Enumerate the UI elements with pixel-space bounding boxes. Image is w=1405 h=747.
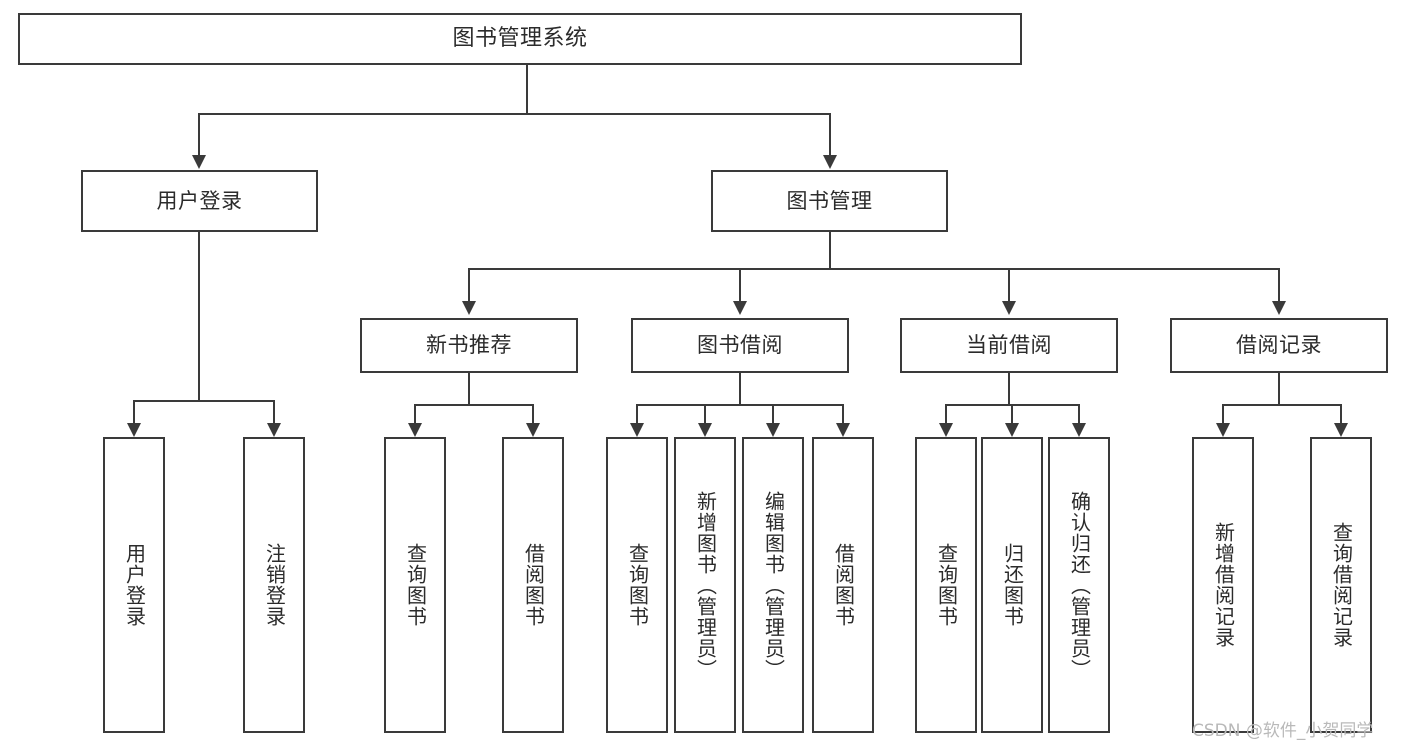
connector-user-login-bus <box>133 400 275 402</box>
node-label: 借阅记录 <box>1236 333 1322 358</box>
connector-book-manage-stem <box>829 232 831 268</box>
arrowhead-leaf-borrow-record-1 <box>1216 423 1230 437</box>
connector-user-login-stem <box>198 232 200 400</box>
arrowhead-leaf-current-borrow-2 <box>1005 423 1019 437</box>
node-label: 编辑图书（管理员） <box>761 490 786 680</box>
connector-level3-drop-2 <box>739 268 741 301</box>
leaf-current-borrow-return[interactable]: 归还图书 <box>981 437 1043 733</box>
connector-root-bus <box>198 113 830 115</box>
connector-new-book-drop-1 <box>414 404 416 423</box>
node-label: 查询图书 <box>934 543 959 627</box>
connector-new-book-stem <box>468 373 470 404</box>
arrowhead-leaf-user-login-1 <box>127 423 141 437</box>
leaf-borrow-record-query[interactable]: 查询借阅记录 <box>1310 437 1372 733</box>
node-label: 新增图书（管理员） <box>693 490 718 680</box>
connector-book-borrow-stem <box>739 373 741 404</box>
arrowhead-current-borrow <box>1002 301 1016 315</box>
node-label: 图书管理 <box>786 188 873 213</box>
leaf-new-book-query[interactable]: 查询图书 <box>384 437 446 733</box>
node-label: 归还图书 <box>1000 543 1025 627</box>
arrowhead-leaf-new-book-2 <box>526 423 540 437</box>
node-label: 注销登录 <box>262 543 287 627</box>
leaf-current-borrow-query[interactable]: 查询图书 <box>915 437 977 733</box>
arrowhead-borrow-record <box>1272 301 1286 315</box>
node-label: 查询图书 <box>403 543 428 627</box>
connector-borrow-record-drop-2 <box>1340 404 1342 423</box>
leaf-borrow-record-add[interactable]: 新增借阅记录 <box>1192 437 1254 733</box>
arrowhead-book-borrow <box>733 301 747 315</box>
node-new-book-recommend[interactable]: 新书推荐 <box>360 318 578 373</box>
node-label: 确认归还（管理员） <box>1067 490 1092 680</box>
connector-borrow-record-drop-1 <box>1222 404 1224 423</box>
connector-book-borrow-bus <box>636 404 843 406</box>
node-label: 新增借阅记录 <box>1211 522 1236 648</box>
arrowhead-user-login <box>192 155 206 169</box>
arrowhead-leaf-borrow-record-2 <box>1334 423 1348 437</box>
node-label: 借阅图书 <box>521 543 546 627</box>
node-label: 借阅图书 <box>831 543 856 627</box>
node-borrow-record[interactable]: 借阅记录 <box>1170 318 1388 373</box>
node-label: 图书借阅 <box>697 333 783 358</box>
connector-root-to-user-login <box>198 113 200 155</box>
connector-level3-drop-1 <box>468 268 470 301</box>
leaf-user-login-login[interactable]: 用户登录 <box>103 437 165 733</box>
node-label: 新书推荐 <box>426 333 512 358</box>
leaf-new-book-borrow[interactable]: 借阅图书 <box>502 437 564 733</box>
node-book-management[interactable]: 图书管理 <box>711 170 948 232</box>
arrowhead-leaf-book-borrow-3 <box>766 423 780 437</box>
arrowhead-leaf-book-borrow-1 <box>630 423 644 437</box>
connector-book-borrow-drop-2 <box>704 404 706 423</box>
arrowhead-new-book-recommend <box>462 301 476 315</box>
node-label: 图书管理系统 <box>452 26 588 52</box>
connector-current-borrow-drop-1 <box>945 404 947 423</box>
node-label: 查询图书 <box>625 543 650 627</box>
connector-new-book-bus <box>414 404 534 406</box>
arrowhead-leaf-current-borrow-1 <box>939 423 953 437</box>
node-label: 当前借阅 <box>966 333 1052 358</box>
arrowhead-leaf-book-borrow-2 <box>698 423 712 437</box>
connector-current-borrow-drop-3 <box>1078 404 1080 423</box>
node-label: 用户登录 <box>122 543 147 627</box>
leaf-book-borrow-query[interactable]: 查询图书 <box>606 437 668 733</box>
arrowhead-leaf-book-borrow-4 <box>836 423 850 437</box>
connector-user-login-drop-2 <box>273 400 275 423</box>
connector-level3-drop-3 <box>1008 268 1010 301</box>
leaf-user-login-logout[interactable]: 注销登录 <box>243 437 305 733</box>
connector-user-login-drop-1 <box>133 400 135 423</box>
arrowhead-leaf-user-login-2 <box>267 423 281 437</box>
node-label: 用户登录 <box>156 188 243 213</box>
connector-current-borrow-stem <box>1008 373 1010 404</box>
node-label: 查询借阅记录 <box>1329 522 1354 648</box>
connector-root-to-book-manage <box>829 113 831 155</box>
connector-root-stem <box>526 65 528 113</box>
arrowhead-book-manage <box>823 155 837 169</box>
connector-borrow-record-stem <box>1278 373 1280 404</box>
node-user-login[interactable]: 用户登录 <box>81 170 318 232</box>
connector-book-borrow-drop-1 <box>636 404 638 423</box>
leaf-book-borrow-borrow[interactable]: 借阅图书 <box>812 437 874 733</box>
arrowhead-leaf-new-book-1 <box>408 423 422 437</box>
node-book-borrow[interactable]: 图书借阅 <box>631 318 849 373</box>
connector-level3-bus <box>468 268 1280 270</box>
connector-book-borrow-drop-4 <box>842 404 844 423</box>
leaf-current-borrow-confirm-return[interactable]: 确认归还（管理员） <box>1048 437 1110 733</box>
connector-borrow-record-bus <box>1222 404 1342 406</box>
connector-current-borrow-drop-2 <box>1011 404 1013 423</box>
node-root-library-system[interactable]: 图书管理系统 <box>18 13 1022 65</box>
connector-new-book-drop-2 <box>532 404 534 423</box>
leaf-book-borrow-edit[interactable]: 编辑图书（管理员） <box>742 437 804 733</box>
leaf-book-borrow-add[interactable]: 新增图书（管理员） <box>674 437 736 733</box>
node-current-borrow[interactable]: 当前借阅 <box>900 318 1118 373</box>
connector-level3-drop-4 <box>1278 268 1280 301</box>
arrowhead-leaf-current-borrow-3 <box>1072 423 1086 437</box>
connector-book-borrow-drop-3 <box>772 404 774 423</box>
